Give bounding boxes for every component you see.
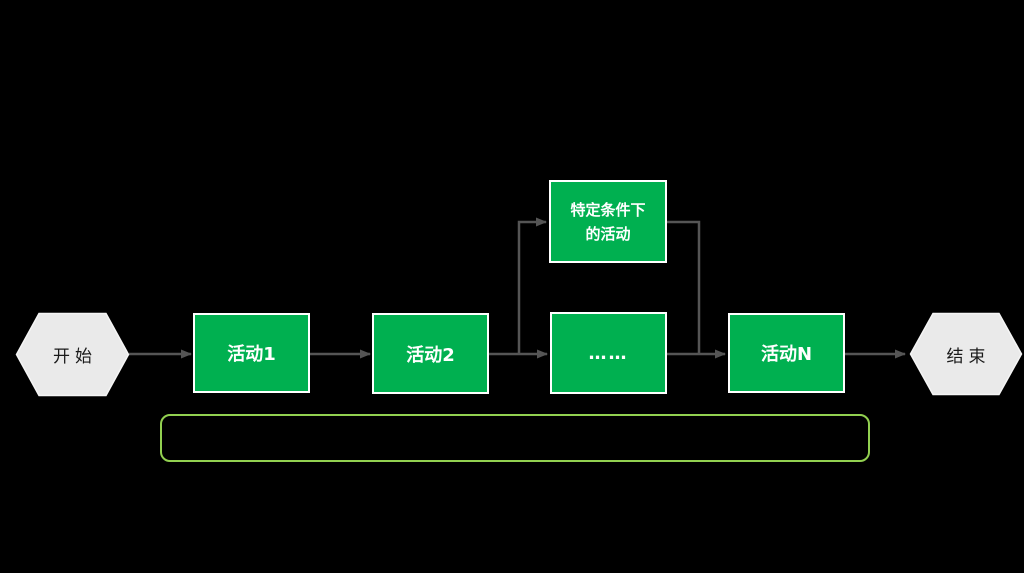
start-node: 开始 [15,312,130,397]
end-node: 结束 [909,312,1023,396]
end-label: 结束 [946,346,991,367]
activity2-node: 活动2 [372,313,489,394]
line-conditional-merge-down [667,220,701,353]
start-label: 开始 [53,347,97,367]
conditional-activity-node: 特定条件下 的活动 [549,180,667,263]
bottom-container-outline [160,414,870,462]
hexagon-shape [909,312,1023,396]
activityN-label: 活动N [760,344,813,365]
arrow-branch-to-conditional [517,217,547,354]
ellipsis-label: …… [588,342,629,364]
activityN-node: 活动N [728,313,845,393]
hexagon-shape [15,312,130,397]
conditional-activity-label: 特定条件下 的活动 [570,200,646,243]
activity1-label: 活动1 [227,344,276,365]
ellipsis-node: …… [550,312,667,394]
activity2-label: 活动2 [406,344,455,366]
activity1-node: 活动1 [193,313,310,393]
